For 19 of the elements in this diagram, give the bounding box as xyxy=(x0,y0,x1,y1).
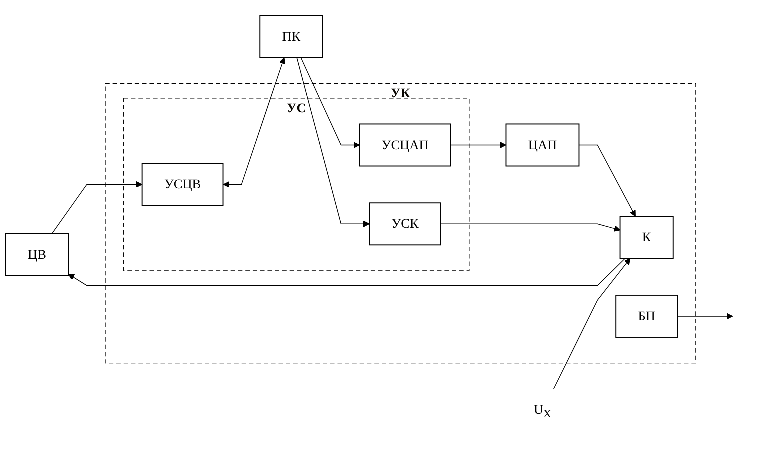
node-box: УСЦВ xyxy=(142,163,224,206)
arrow xyxy=(440,224,621,232)
arrow xyxy=(554,258,631,390)
arrow xyxy=(68,258,626,286)
node-box: УСЦАП xyxy=(359,124,452,167)
node-text: U$_{X}$ xyxy=(534,402,552,421)
arrow xyxy=(52,181,143,234)
node-box: ЦАП xyxy=(506,124,580,167)
arrow xyxy=(296,58,370,228)
arrow xyxy=(450,142,507,148)
arrow xyxy=(300,58,360,148)
arrow xyxy=(677,313,734,320)
arrow xyxy=(578,144,636,217)
node-box: К xyxy=(620,216,674,260)
node-box: ЦВ xyxy=(5,233,70,276)
node-box: УСК xyxy=(369,202,442,246)
node-box: ПК xyxy=(260,15,324,58)
arrow xyxy=(223,58,286,188)
node-box: БП xyxy=(616,295,678,338)
